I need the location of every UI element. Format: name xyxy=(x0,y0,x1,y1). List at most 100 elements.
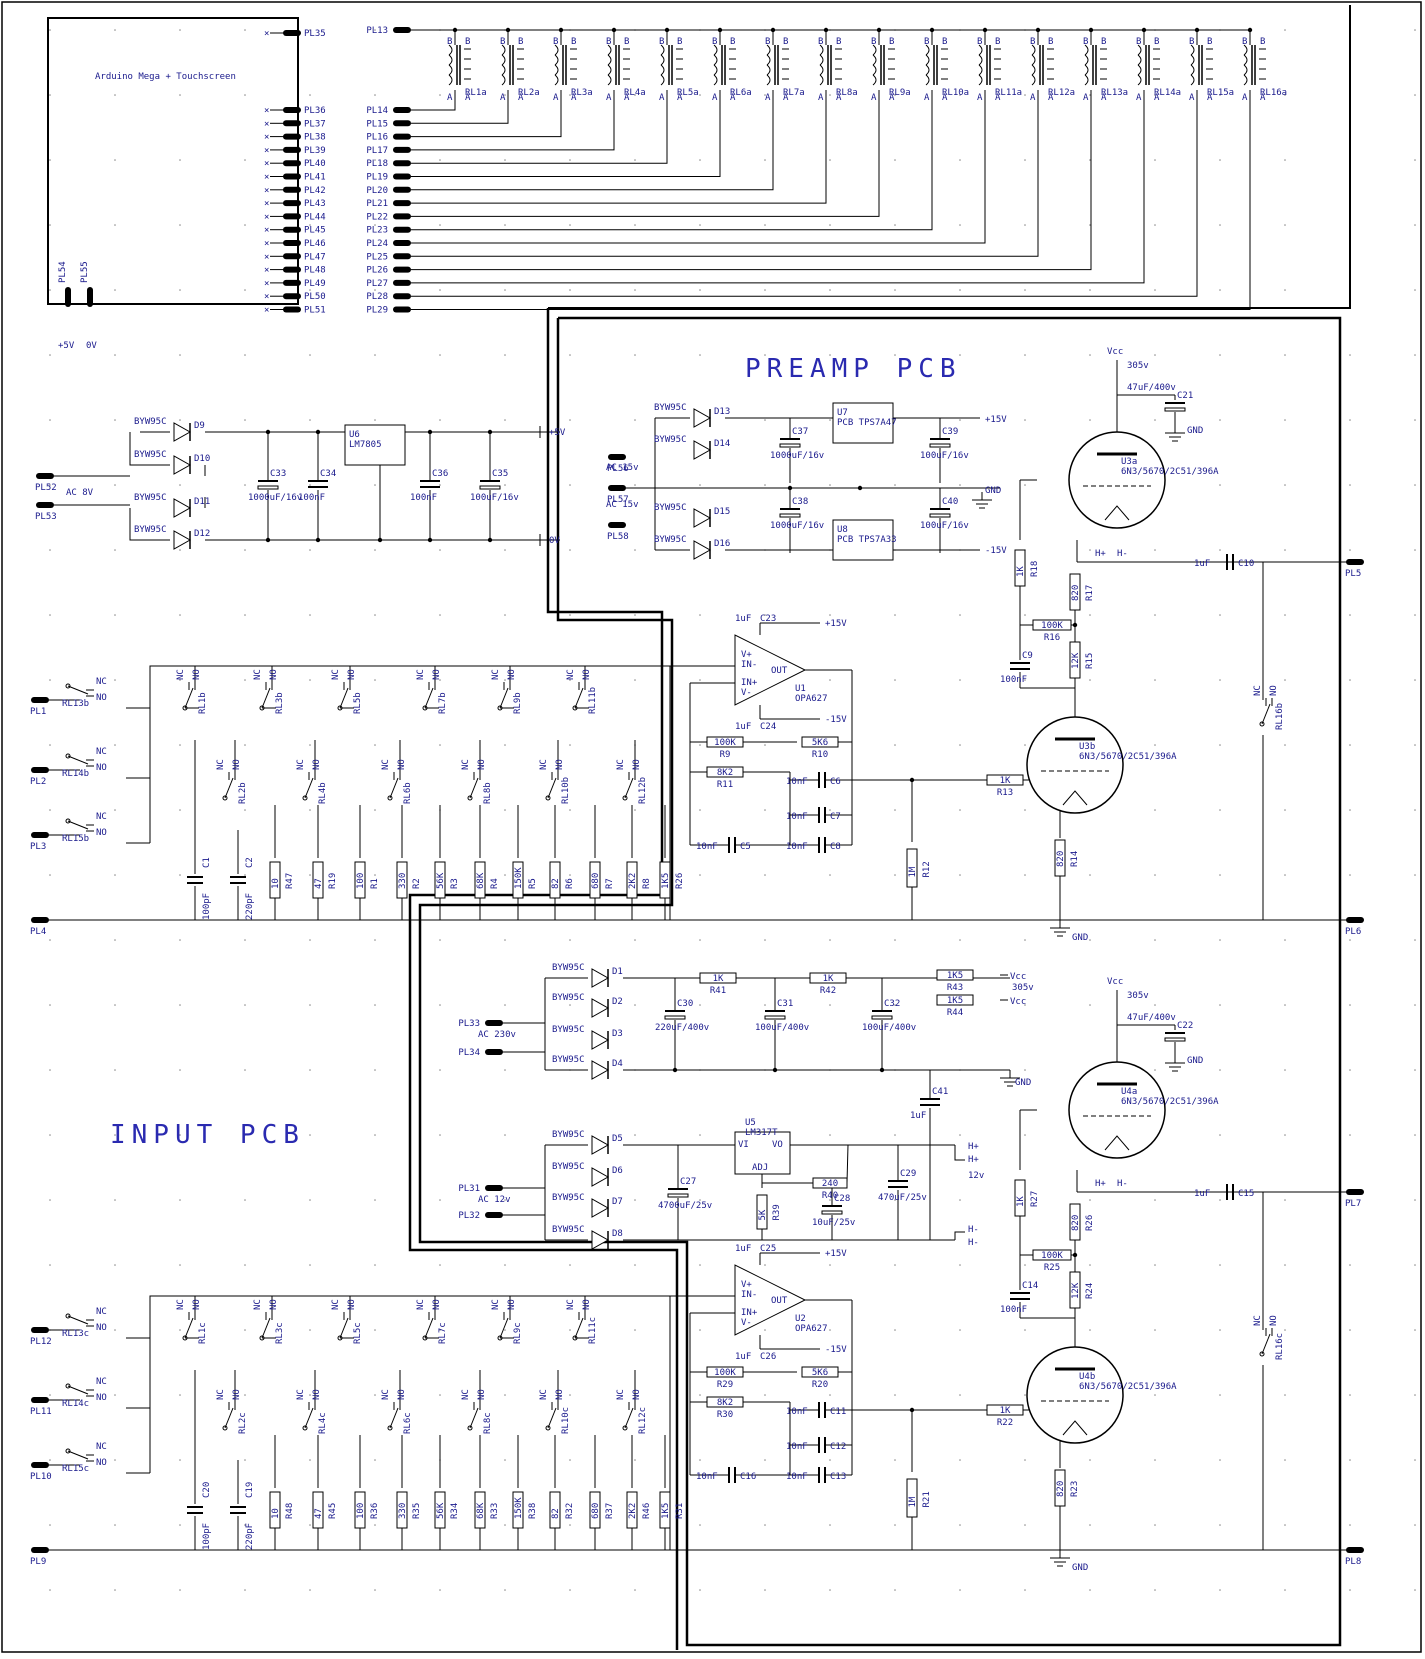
grid-dot xyxy=(504,809,506,811)
wire xyxy=(411,90,933,231)
regulator-U8 xyxy=(832,519,894,561)
relay-arm xyxy=(184,1317,194,1339)
resistor-R21 xyxy=(906,1478,918,1518)
connector-PL6 xyxy=(1346,917,1364,923)
relay-no-label: NO xyxy=(96,828,107,838)
resistor-value: 1K xyxy=(1016,566,1026,577)
tube-label: U3b xyxy=(1079,742,1095,752)
relay-pin xyxy=(1259,721,1265,727)
resistor-R43 xyxy=(936,969,974,981)
grid-dot xyxy=(504,159,506,161)
coil-winding xyxy=(607,64,612,76)
resistor-value: 10 xyxy=(271,878,281,889)
relay-pin xyxy=(545,795,551,801)
diode-type: BYW95C xyxy=(134,450,167,460)
grid-dot xyxy=(374,289,376,291)
junction xyxy=(857,485,863,491)
preamp-pcb-outline xyxy=(418,316,1342,1647)
grid-dot xyxy=(699,1199,701,1201)
grid-dot xyxy=(309,29,311,31)
gnd-label: GND xyxy=(1072,1563,1088,1573)
relay-nc-label: NC xyxy=(616,1389,626,1400)
grid-dot xyxy=(1414,1329,1416,1331)
connector-label: PL46 xyxy=(304,239,326,249)
grid-dot xyxy=(114,419,116,421)
grid-dot xyxy=(1154,419,1156,421)
grid-dot xyxy=(244,1134,246,1136)
grid-dot xyxy=(829,289,831,291)
diode-D4 xyxy=(591,1060,610,1080)
grid-dot xyxy=(1219,94,1221,96)
grid-dot xyxy=(439,1199,441,1201)
grid-dot xyxy=(114,939,116,941)
pin-a2: A xyxy=(624,93,630,103)
opamp-pin: IN- xyxy=(741,1290,757,1300)
grid-dot xyxy=(634,289,636,291)
resistor-R16 xyxy=(1032,619,1072,631)
resistor-value: 100K xyxy=(714,1368,736,1378)
grid-dot xyxy=(179,1329,181,1331)
grid-dot xyxy=(504,1589,506,1591)
grid-dot xyxy=(309,679,311,681)
grid-dot xyxy=(764,419,766,421)
capacitor-label: C30 xyxy=(677,999,693,1009)
grid-dot xyxy=(1284,1199,1286,1201)
coil-winding xyxy=(1137,64,1142,76)
resistor-R3 xyxy=(434,861,446,899)
grid-dot xyxy=(764,614,766,616)
grid-dot xyxy=(179,159,181,161)
power-label: 0V xyxy=(86,341,97,351)
grid-dot xyxy=(829,1264,831,1266)
grid-dot xyxy=(1284,1004,1286,1006)
resistor-value: 1K xyxy=(1000,776,1011,786)
opamp-label: U1 xyxy=(795,684,806,694)
grid-dot xyxy=(439,549,441,551)
relay-no-label: NO xyxy=(96,1393,107,1403)
grid-dot xyxy=(1024,1394,1026,1396)
connector-PL37 xyxy=(283,120,301,127)
grid-dot xyxy=(764,1524,766,1526)
grid-dot xyxy=(1284,614,1286,616)
grid-dot xyxy=(764,744,766,746)
connector-label: PL52 xyxy=(35,483,57,493)
grid-dot xyxy=(504,419,506,421)
relay-name: RL14c xyxy=(62,1399,89,1409)
relay-no-label: NO xyxy=(555,1389,565,1400)
resistor-R33 xyxy=(474,1491,486,1529)
wire xyxy=(411,90,1039,257)
wire xyxy=(411,90,615,151)
connector-PL36 xyxy=(283,107,301,113)
connector-label: PL1 xyxy=(30,707,46,717)
resistor-label: R14 xyxy=(1070,851,1080,867)
junction xyxy=(487,429,493,435)
diode-type: BYW95C xyxy=(552,1225,585,1235)
grid-dot xyxy=(374,1394,376,1396)
relay-pin xyxy=(545,1425,551,1431)
grid-dot xyxy=(959,289,961,291)
nc-mark: × xyxy=(264,159,269,169)
grid-dot xyxy=(894,1524,896,1526)
capacitor-label: C33 xyxy=(270,469,286,479)
capacitor-plate xyxy=(779,443,801,448)
relay-no-label: NO xyxy=(347,1299,357,1310)
capacitor-plate xyxy=(929,443,951,448)
relay-no-label: NO xyxy=(477,759,487,770)
diode-D9 xyxy=(173,422,192,442)
wire xyxy=(411,90,562,138)
grid-dot xyxy=(114,549,116,551)
connector-PL5 xyxy=(1346,559,1364,565)
grid-dot xyxy=(634,1264,636,1266)
grid-dot xyxy=(244,94,246,96)
relay-pin xyxy=(422,705,428,711)
grid-dot xyxy=(309,549,311,551)
relay-pin xyxy=(337,705,343,711)
diode-type: BYW95C xyxy=(654,503,687,513)
diode-label: D15 xyxy=(714,507,730,517)
resistor-value: 2K2 xyxy=(628,1503,638,1519)
relay-nc-label: NC xyxy=(96,747,107,757)
connector-label: PL2 xyxy=(30,777,46,787)
junction xyxy=(558,27,564,33)
resistor-label: R16 xyxy=(1044,633,1060,643)
